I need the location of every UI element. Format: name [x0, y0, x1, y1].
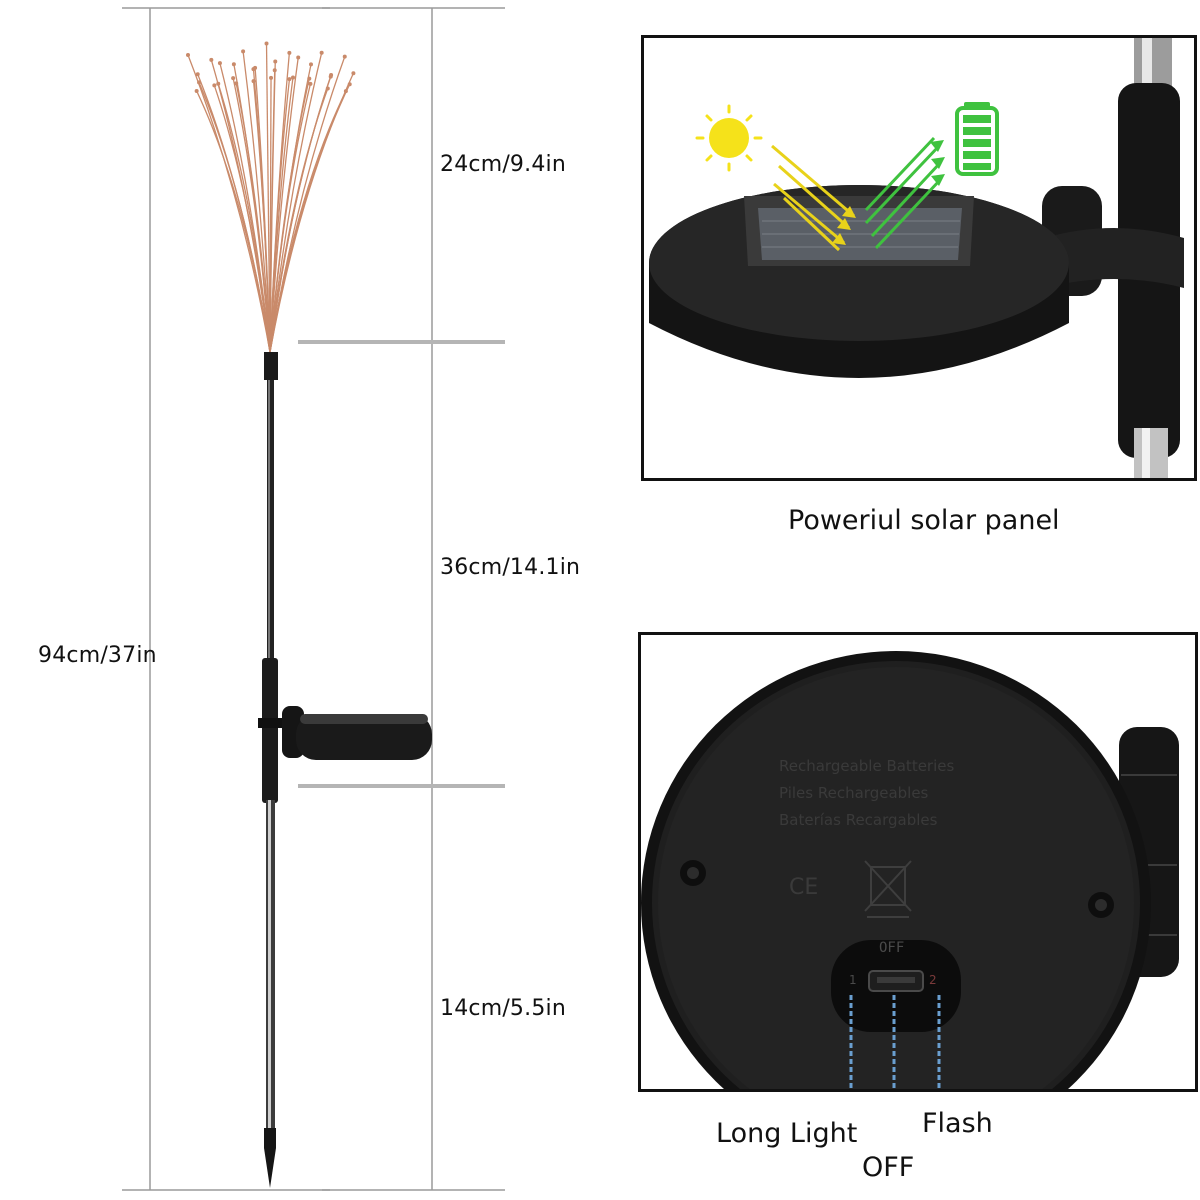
wire-strand: [269, 79, 291, 353]
led-bead: [241, 49, 246, 54]
ground-spike: [264, 1128, 276, 1188]
charging-rays: [864, 136, 942, 250]
wire-strand: [187, 54, 271, 353]
led-bead: [308, 81, 313, 86]
total-height-label: 94cm/37in: [38, 643, 157, 668]
pole-clamp: [262, 658, 278, 803]
off-label: OFF: [862, 1152, 915, 1183]
battery-label-line: Baterías Recargables: [779, 811, 938, 829]
battery-label-text: Rechargeable Batteries Piles Rechargeabl…: [779, 753, 954, 834]
wire-strand: [269, 52, 323, 353]
sun-icon: [695, 104, 763, 172]
mini-solar-panel: [296, 714, 432, 760]
switch-position-2: 2: [929, 973, 937, 987]
segment-separators: [298, 340, 505, 788]
led-bead: [307, 76, 312, 81]
bottom-height-label: 14cm/5.5in: [440, 996, 566, 1021]
battery-label-line: Rechargeable Batteries: [779, 757, 955, 775]
led-bead: [212, 83, 217, 88]
led-bead: [309, 62, 314, 67]
long-light-label: Long Light: [716, 1118, 858, 1149]
wire-strand: [269, 78, 310, 353]
mode-callout-lines: [849, 995, 941, 1089]
switch-position-1: 1: [849, 973, 857, 987]
head-height-label: 24cm/9.4in: [440, 152, 566, 177]
led-bead: [328, 74, 333, 79]
product-dimension-drawing: [122, 7, 505, 1191]
led-bead: [195, 72, 200, 77]
led-bead: [231, 76, 236, 81]
wire-strand: [269, 57, 299, 353]
led-bead: [342, 54, 347, 59]
led-bead: [296, 55, 301, 60]
led-bead: [287, 50, 292, 55]
led-bead: [273, 59, 278, 64]
wire-connector: [264, 352, 278, 380]
wire-strand: [252, 69, 271, 353]
ce-mark: CE: [789, 875, 819, 900]
led-bead: [186, 53, 190, 57]
led-bead: [319, 50, 324, 55]
wire-strand: [232, 77, 271, 353]
led-bead: [216, 81, 221, 86]
wire-strand: [269, 73, 354, 353]
led-bead: [217, 61, 222, 66]
wire-strand: [269, 83, 351, 353]
screw-icon: [680, 860, 706, 886]
middle-height-label: 36cm/14.1in: [440, 555, 581, 580]
wire-strand: [219, 62, 271, 353]
screw-icon: [1088, 892, 1114, 918]
switch-off-marking: OFF: [879, 940, 905, 956]
solar-panel-photo: [641, 35, 1197, 481]
led-bead: [234, 81, 239, 86]
wire-strand: [269, 90, 347, 353]
led-bead: [251, 67, 256, 72]
solar-panel-caption: Poweriul solar panel: [788, 505, 1060, 536]
led-bead: [264, 41, 269, 46]
led-bead: [194, 88, 199, 93]
led-bead: [287, 77, 292, 82]
upper-pole: [267, 380, 274, 660]
battery-box-photo: Rechargeable Batteries Piles Rechargeabl…: [638, 632, 1198, 1092]
led-bead: [290, 75, 295, 80]
wire-strand: [269, 76, 332, 353]
wire-strand: [197, 74, 271, 353]
weee-bin-icon: [864, 860, 912, 918]
battery-icon: [955, 102, 999, 176]
battery-label-line: Piles Rechargeables: [779, 784, 929, 802]
led-bead: [209, 57, 214, 62]
led-bead: [351, 71, 356, 76]
wire-strand: [269, 61, 276, 353]
flash-label: Flash: [922, 1108, 993, 1139]
wire-strand: [242, 51, 271, 353]
firework-wires: [186, 41, 356, 353]
led-bead: [269, 75, 274, 80]
dimension-guides: [122, 7, 505, 1191]
sunlight-rays: [771, 144, 855, 252]
led-bead: [231, 62, 236, 67]
